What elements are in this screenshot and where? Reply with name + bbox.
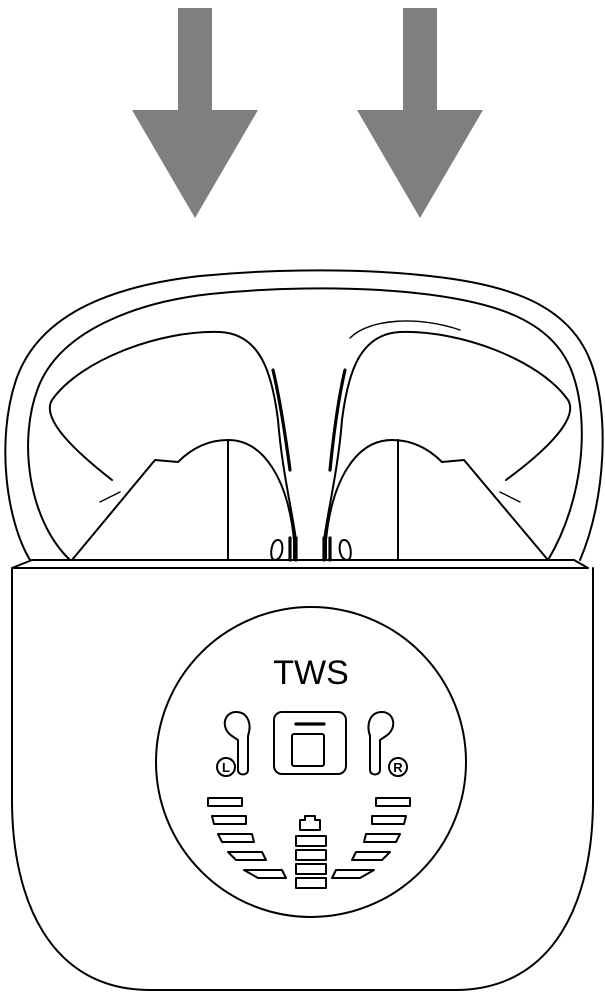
earbud-right-icon: R <box>367 711 408 777</box>
front-panel: TWS L R <box>155 606 467 918</box>
case-rim <box>11 559 589 569</box>
tws-label: TWS <box>273 654 349 692</box>
right-down-arrow-icon <box>357 8 483 218</box>
left-badge: L <box>222 760 230 775</box>
left-level-bars <box>207 797 287 879</box>
down-arrow-icon <box>132 8 483 218</box>
power-button-icon <box>273 711 347 775</box>
battery-level-icon <box>295 815 327 889</box>
left-down-arrow-icon <box>132 8 258 218</box>
right-level-bars <box>331 797 411 879</box>
earbud-left <box>48 330 298 562</box>
case-lid <box>4 269 604 561</box>
earbud-right <box>322 320 572 562</box>
earbud-left-icon: L <box>216 711 251 777</box>
case-body <box>11 567 594 991</box>
right-badge: R <box>393 760 403 775</box>
